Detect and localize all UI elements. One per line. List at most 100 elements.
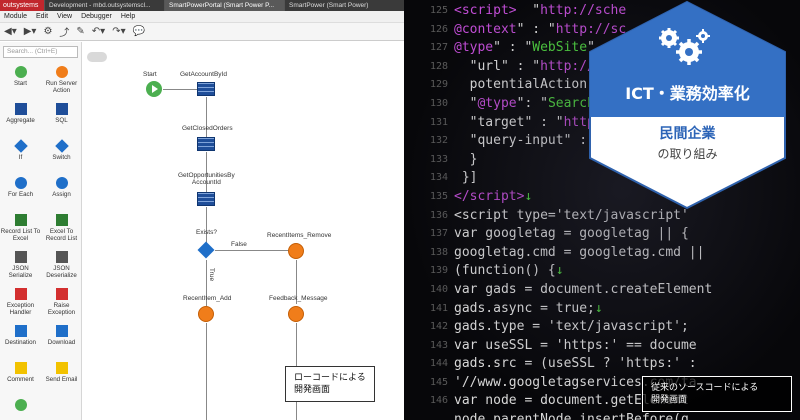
- menu-item-edit[interactable]: Edit: [35, 13, 49, 20]
- toolbar: ◀▾ ▶▾ ⚙ ⤴ ✎ ↶▾ ↷▾ 💬: [0, 23, 404, 41]
- chat-icon[interactable]: 💬: [132, 26, 146, 37]
- palette-item[interactable]: Aggregate: [0, 101, 41, 137]
- line-number: 131: [418, 114, 448, 133]
- record-list-to-excel-icon: [14, 214, 27, 226]
- line-number: 137: [418, 225, 448, 244]
- palette-item-label: JSON Serialize: [8, 265, 33, 279]
- app-logo-tab[interactable]: outsystems: [0, 0, 44, 11]
- palette-item[interactable]: JSON Serialize: [0, 249, 41, 285]
- palette-search-input[interactable]: Search... (Ctrl+E): [3, 46, 78, 58]
- run-server-action-icon: [55, 66, 68, 78]
- undo-icon[interactable]: ↶▾: [91, 26, 106, 37]
- menu-item-help[interactable]: Help: [120, 13, 136, 20]
- if-icon: [13, 139, 28, 153]
- flow-connector: [206, 323, 207, 420]
- sql-icon: [55, 103, 68, 115]
- line-number: 141: [418, 300, 448, 319]
- badge-title: ICT・業務効率化: [625, 84, 750, 103]
- palette-item[interactable]: [0, 397, 41, 420]
- end-icon: [14, 399, 27, 411]
- line-number: 143: [418, 337, 448, 356]
- flow-label-remove: RecentItems_Remove: [267, 232, 332, 239]
- palette-item[interactable]: Raise Exception: [41, 286, 82, 322]
- publish-icon[interactable]: ⤴: [59, 28, 70, 39]
- palette-item[interactable]: Destination: [0, 323, 41, 359]
- flow-label-false: False: [231, 241, 247, 248]
- palette-item-label: Start: [13, 80, 28, 87]
- palette-item-label: Assign: [52, 191, 71, 198]
- palette-item[interactable]: Record List To Excel: [0, 212, 41, 248]
- settings-icon[interactable]: ⚙: [43, 26, 53, 37]
- flow-label-get-closed: GetClosedOrders: [182, 125, 233, 132]
- palette-item-label: Aggregate: [6, 117, 35, 124]
- badge-subtitle-2: の取り組み: [657, 147, 718, 161]
- flow-connector: [206, 152, 207, 192]
- palette-item-label: Record List To Excel: [0, 228, 41, 242]
- badge-subtitle: 民間企業: [659, 126, 716, 142]
- menu-item-view[interactable]: View: [57, 13, 73, 20]
- destination-icon: [14, 325, 27, 337]
- flow-label-get-opps: GetOpportunitiesBy AccountId: [178, 172, 235, 186]
- flow-start-node[interactable]: [146, 81, 162, 97]
- line-number: 146: [418, 392, 448, 411]
- window-tab[interactable]: Development - mbd.outsystemscl...: [44, 0, 164, 11]
- menu-item-module[interactable]: Module: [4, 13, 27, 20]
- palette-item-label: Excel To Record List: [45, 228, 78, 242]
- if-node-exists[interactable]: [197, 241, 215, 259]
- flow-label-exists: Exists?: [196, 229, 217, 236]
- palette-item[interactable]: Start: [0, 64, 41, 100]
- switch-icon: [54, 139, 69, 153]
- palette-item[interactable]: Comment: [0, 360, 41, 396]
- palette-item-label: For Each: [7, 191, 34, 198]
- palette-item-label: Run Server Action: [45, 80, 78, 94]
- action-node-remove[interactable]: [288, 243, 304, 259]
- palette-item[interactable]: SQL: [41, 101, 82, 137]
- palette-item[interactable]: Excel To Record List: [41, 212, 82, 248]
- palette-item[interactable]: Switch: [41, 138, 82, 174]
- aggregate-node-get-opps[interactable]: [197, 192, 215, 206]
- palette-item[interactable]: Download: [41, 323, 82, 359]
- action-node-add[interactable]: [198, 306, 214, 322]
- menu-item-debugger[interactable]: Debugger: [81, 13, 112, 20]
- palette-item-label: Raise Exception: [47, 302, 76, 316]
- flow-label-start: Start: [143, 71, 157, 78]
- flow-label-true: True: [208, 267, 216, 282]
- line-number: 128: [418, 58, 448, 77]
- window-tab[interactable]: SmartPowerPortal (Smart Power P...: [164, 0, 284, 11]
- aggregate-icon: [14, 103, 27, 115]
- forward-icon[interactable]: ▶▾: [23, 26, 37, 37]
- line-number: 136: [418, 207, 448, 226]
- download-icon: [55, 325, 68, 337]
- palette-item-label: Exception Handler: [6, 302, 35, 316]
- line-number: 139: [418, 262, 448, 281]
- window-tab[interactable]: SmartPower (Smart Power): [284, 0, 404, 11]
- line-number: 125: [418, 2, 448, 21]
- flow-canvas[interactable]: Start GetAccountById GetClosedOrders Get…: [83, 42, 404, 420]
- palette-item[interactable]: Exception Handler: [0, 286, 41, 322]
- flow-connector: [296, 260, 297, 304]
- palette-item[interactable]: For Each: [0, 175, 41, 211]
- palette-item[interactable]: Run Server Action: [41, 64, 82, 100]
- aggregate-node-get-account[interactable]: [197, 82, 215, 96]
- back-icon[interactable]: ◀▾: [4, 26, 17, 37]
- palette-item-label: Destination: [5, 339, 36, 346]
- flow-connector: [206, 97, 207, 140]
- line-number: 144: [418, 355, 448, 374]
- palette-item[interactable]: If: [0, 138, 41, 174]
- palette-item[interactable]: Send Email: [41, 360, 82, 396]
- line-number: 135: [418, 188, 448, 207]
- aggregate-node-get-closed[interactable]: [197, 137, 215, 151]
- palette-item-label: Send Email: [45, 376, 78, 383]
- line-number: 132: [418, 132, 448, 151]
- tool-palette: Search... (Ctrl+E) Start Run Server Actio…: [0, 42, 82, 420]
- json-serialize-icon: [14, 251, 27, 263]
- palette-item[interactable]: Assign: [41, 175, 82, 211]
- exception-handler-icon: [14, 288, 27, 300]
- feedback-node[interactable]: [288, 306, 304, 322]
- comment-icon: [14, 362, 27, 374]
- palette-item[interactable]: JSON Deserialize: [41, 249, 82, 285]
- redo-icon[interactable]: ↷▾: [112, 26, 126, 37]
- debug-icon[interactable]: ✎: [76, 26, 85, 37]
